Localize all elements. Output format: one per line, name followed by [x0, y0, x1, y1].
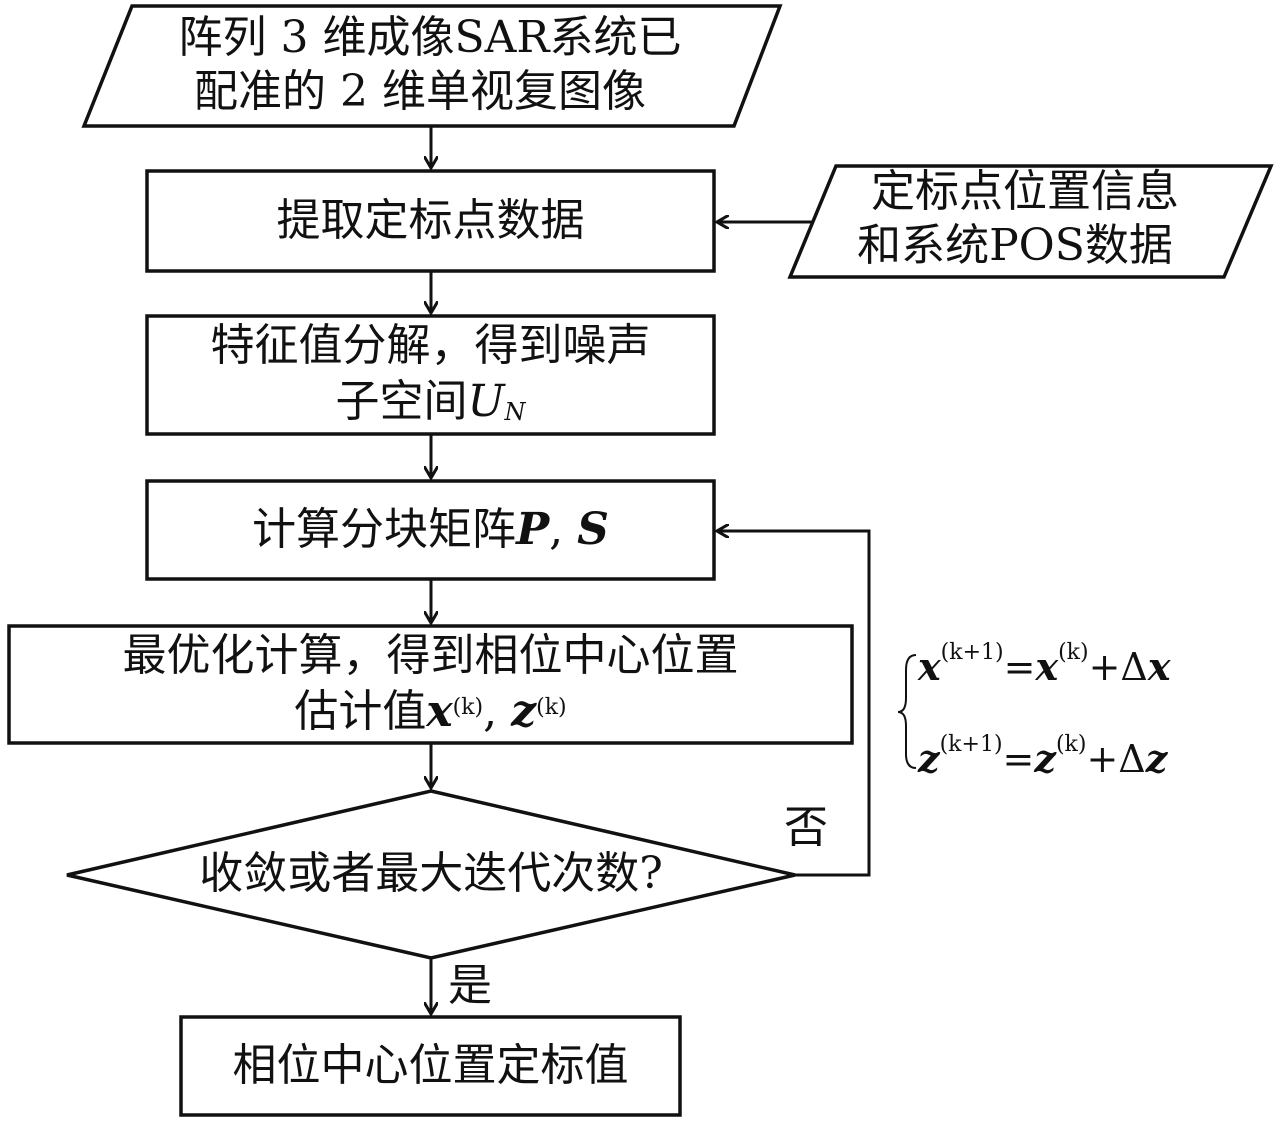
input-sar-shape: [81, 4, 783, 128]
eq2-equals: =: [1002, 737, 1035, 781]
compute-text: 计算分块矩阵: [252, 504, 517, 555]
input-pos-line1: 定标点位置信息: [871, 166, 1179, 217]
eq1-lhs-sup: (k+1): [940, 640, 1004, 665]
edge-label-yes: 是: [448, 960, 492, 1011]
compute-label: 计算分块矩阵P, S: [147, 502, 714, 558]
update-eq-z: z(k+1)=z(k)+Δz: [918, 732, 1168, 781]
eq2-lhs-sup: (k+1): [939, 732, 1003, 757]
eq2-lhs: z: [918, 736, 940, 781]
update-brace: [897, 654, 917, 769]
optimize-sup-z: (k): [536, 695, 567, 720]
eq1-delta-var: x: [1147, 644, 1171, 689]
eq1-equals: =: [1003, 645, 1036, 689]
eq2-rhs: z: [1034, 736, 1056, 781]
input-pos-line2: 和系统POS数据: [857, 220, 1173, 271]
eq1-lhs: x: [918, 644, 941, 689]
extract-label: 提取定标点数据: [276, 195, 585, 246]
edge-label-no: 否: [784, 802, 828, 853]
optimize-sup-x: (k): [452, 695, 484, 720]
eq1-plus-delta: +Δ: [1088, 645, 1148, 689]
output-label: 相位中心位置定标值: [232, 1040, 629, 1091]
eq1-rhs-sup: (k): [1058, 640, 1089, 665]
decision-label: 收敛或者最大迭代次数?: [199, 848, 663, 899]
input-sar-line1: 阵列 3 维成像SAR系统已: [178, 12, 682, 63]
optimize-sep: ,: [483, 686, 512, 737]
eigen-var-sub: N: [504, 398, 526, 426]
eigen-line2-text: 子空间: [335, 376, 468, 427]
eigen-line1: 特征值分解，得到噪声: [210, 320, 651, 371]
optimize-line1: 最优化计算，得到相位中心位置: [122, 630, 739, 681]
optimize-line2: 估计值x(k), z(k): [9, 684, 852, 740]
eq2-delta-var: z: [1145, 736, 1168, 781]
compute-var-p: P: [516, 504, 550, 555]
optimize-line2-text: 估计值: [294, 686, 427, 737]
eq2-plus-delta: +Δ: [1086, 737, 1146, 781]
optimize-var-x: x: [426, 686, 453, 737]
eigen-line2: 子空间UN: [147, 374, 714, 430]
edge-loop-no: [717, 531, 871, 877]
output-box: [179, 1015, 682, 1117]
compute-sep: ,: [549, 504, 578, 555]
compute-var-s: S: [577, 504, 609, 555]
update-eq-x: x(k+1)=x(k)+Δx: [918, 640, 1171, 689]
eq1-rhs: x: [1035, 644, 1059, 689]
optimize-var-z: z: [511, 686, 537, 737]
input-sar-line2: 配准的 2 维单视复图像: [194, 66, 646, 117]
eq2-rhs-sup: (k): [1055, 732, 1087, 757]
input-pos-shape: [787, 164, 1274, 279]
eigen-var-u: U: [467, 376, 505, 427]
